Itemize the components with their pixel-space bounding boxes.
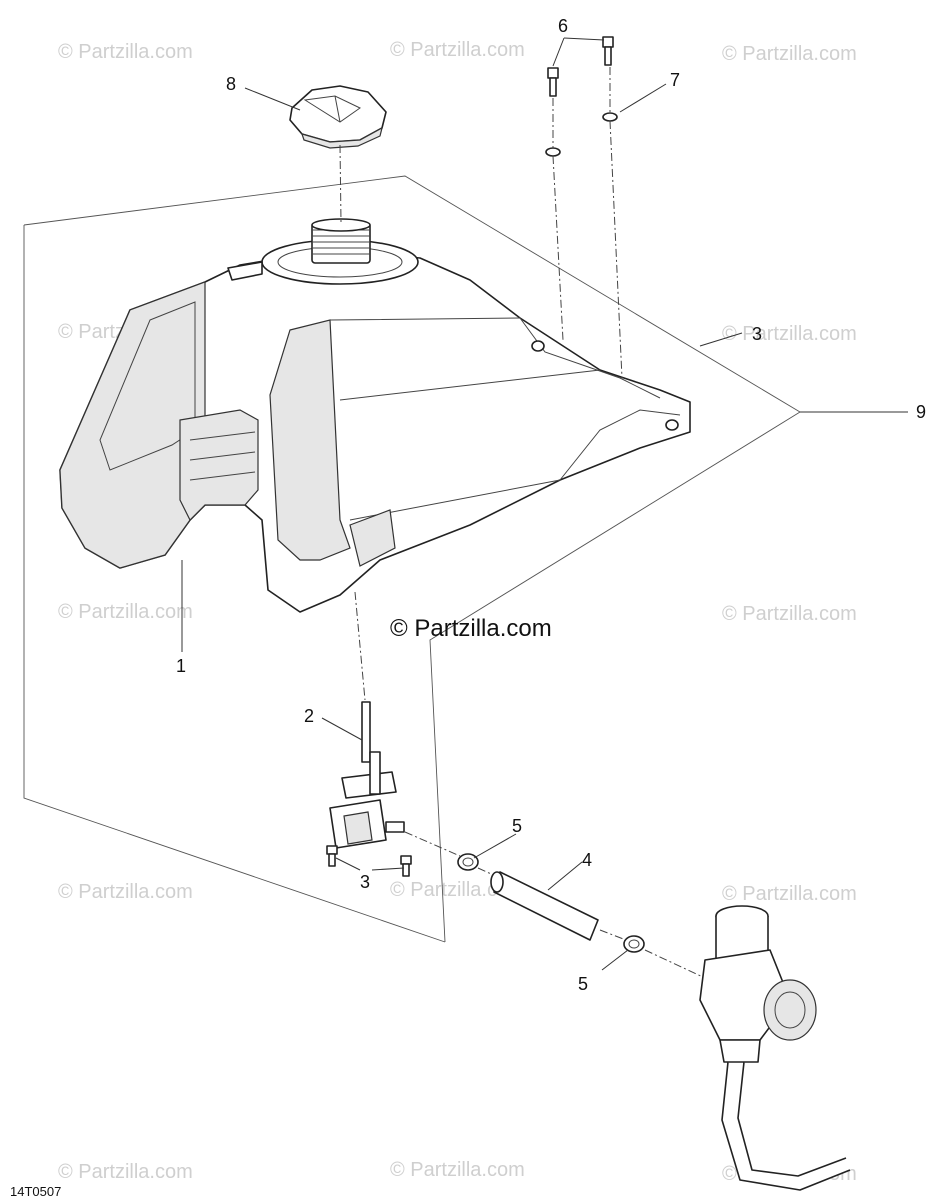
callout-3: 3	[360, 872, 370, 892]
watermark-text: © Partzilla.com	[390, 39, 525, 61]
callout-5: 5	[578, 974, 588, 994]
callout-9: 9	[916, 402, 926, 422]
bolt-set	[545, 36, 618, 157]
carburetor	[699, 905, 851, 1191]
fuel-valve	[329, 701, 405, 849]
callout-1: 1	[176, 656, 186, 676]
watermark-text: © Partzilla.com	[722, 603, 857, 625]
assembly-box	[23, 175, 801, 943]
watermark-text: © Partzilla.com	[58, 881, 193, 903]
callout-2: 2	[304, 706, 314, 726]
copyright-notice: © Partzilla.com	[390, 615, 552, 642]
watermark-text: © Partzilla.com	[722, 883, 857, 905]
callout-4: 4	[582, 850, 592, 870]
fuel-cap	[289, 85, 387, 149]
watermark-text: © Partzilla.com	[722, 323, 857, 345]
watermark-text: © Partzilla.com	[722, 43, 857, 65]
fuel-tank	[59, 218, 691, 613]
watermark-text: © Partzilla.com	[390, 1159, 525, 1181]
callout-7: 7	[670, 70, 680, 90]
hose-assembly	[457, 853, 645, 953]
watermark-text: © Partzilla.com	[58, 1161, 193, 1183]
callout-6: 6	[558, 16, 568, 36]
figure-code: 14T0507	[10, 1184, 61, 1199]
assembly-lines	[339, 67, 706, 979]
callout-8: 8	[226, 74, 236, 94]
watermark-text: © Partzilla.com	[58, 41, 193, 63]
callout-3: 3	[752, 324, 762, 344]
watermark-text: © Partzilla.com	[58, 601, 193, 623]
leader-lines	[181, 37, 908, 971]
callout-labels: 8 6 7 3 9 1 2 3 5 4 5	[176, 16, 926, 994]
screw-set	[326, 845, 412, 877]
callout-5: 5	[512, 816, 522, 836]
